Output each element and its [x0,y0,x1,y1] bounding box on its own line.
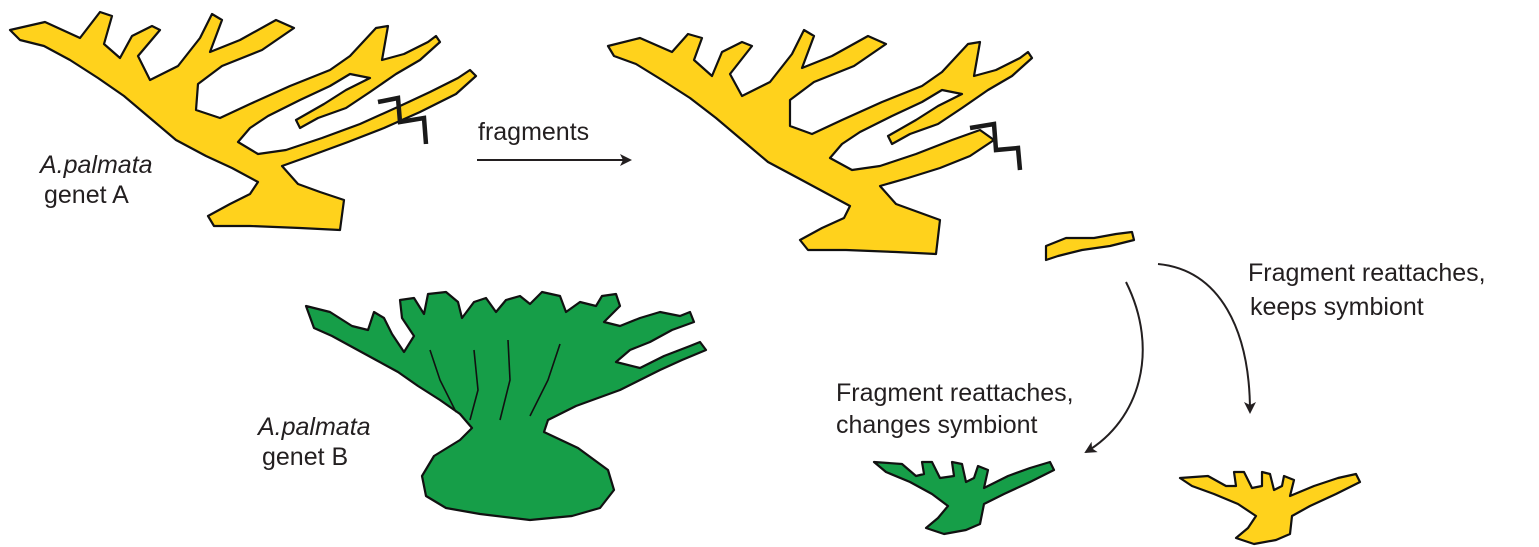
keeps-symbiont-label-line2: keeps symbiont [1250,292,1424,322]
genet-b-name-label: genet B [262,442,348,472]
arrow-to-keeps-symbiont [1158,264,1250,412]
changes-symbiont-label-line2: changes symbiont [836,410,1038,440]
broken-fragment [1046,232,1134,260]
genet-b-species-label: A.palmata [258,412,371,442]
genet-b-coral-body [306,292,706,520]
genet-a-species-label: A.palmata [40,150,153,180]
remaining-coral-body [608,30,1032,254]
genet-a-name-label: genet A [44,180,129,210]
genet-a-remaining-coral [608,30,1032,254]
arrow-to-changes-symbiont [1086,282,1143,452]
fragments-label: fragments [478,117,589,147]
reattached-changed-symbiont-coral [874,462,1054,534]
changes-symbiont-label-line1: Fragment reattaches, [836,378,1074,408]
keeps-symbiont-label-line1: Fragment reattaches, [1248,258,1486,288]
reattached-kept-symbiont-coral [1180,472,1360,544]
genet-b-coral [306,292,706,520]
